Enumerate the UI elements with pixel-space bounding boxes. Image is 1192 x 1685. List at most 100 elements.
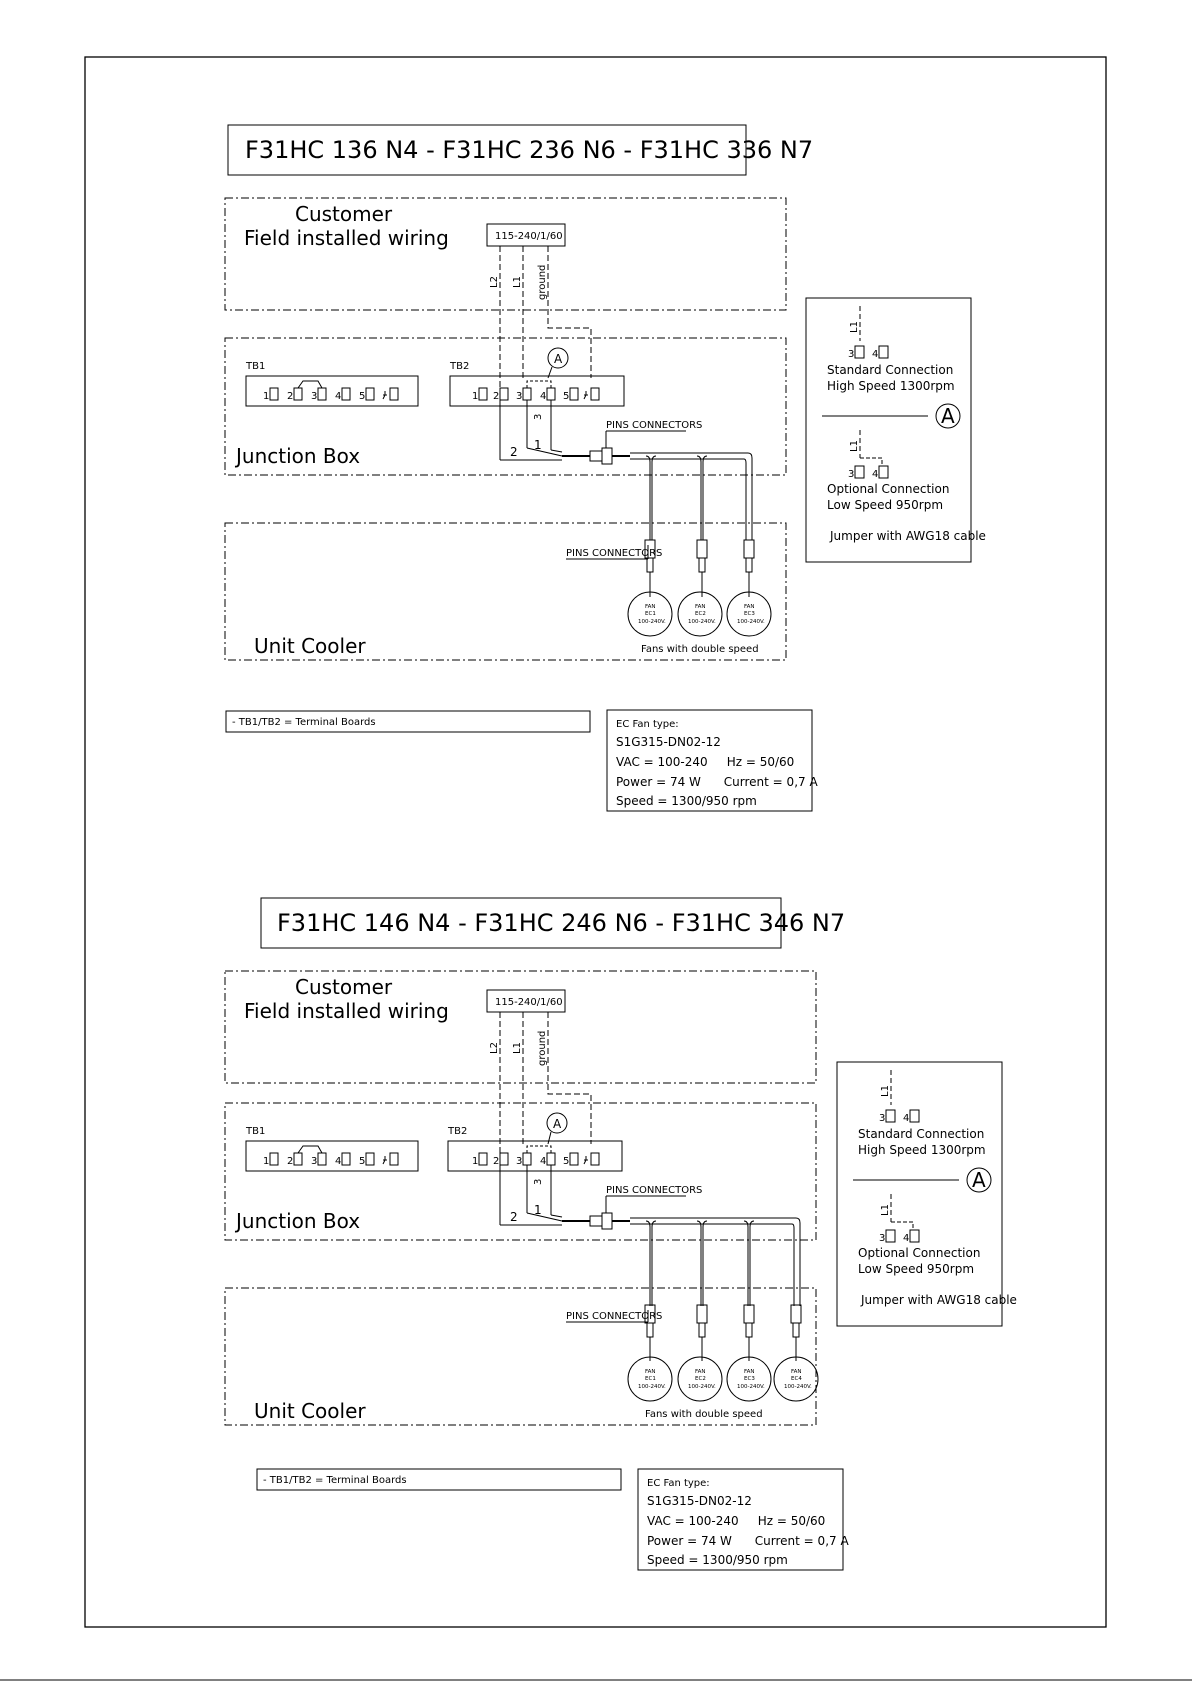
svg-text:EC2: EC2	[695, 611, 706, 617]
svg-text:1: 1	[263, 391, 269, 402]
wire-3-label: 3	[533, 1179, 544, 1185]
model-title: F31HC 136 N4 - F31HC 236 N6 - F31HC 336 …	[245, 136, 813, 164]
svg-text:S1G315-DN02-12: S1G315-DN02-12	[647, 1494, 752, 1508]
terminal-board-2	[447, 1140, 623, 1172]
fan-harness	[630, 1217, 801, 1306]
wire-l2-label: L2	[489, 1042, 500, 1054]
page-border	[84, 56, 1107, 1628]
svg-text:FAN: FAN	[695, 604, 706, 610]
fan-ec2: FAN EC2 100-240V.	[677, 591, 723, 637]
svg-text:3: 3	[848, 469, 854, 480]
wire-1-label: 1	[534, 1203, 542, 1217]
svg-text:4: 4	[903, 1233, 909, 1244]
note-text: - TB1/TB2 = Terminal Boards	[263, 1475, 407, 1486]
fans-caption: Fans with double speed	[641, 644, 759, 655]
customer-label: Customer	[295, 975, 393, 999]
fan-plugs	[644, 1304, 802, 1361]
connection-legend: L1 3 4 Standard Connection High Speed 13…	[836, 1061, 1017, 1327]
tb1-label: TB1	[245, 361, 265, 372]
svg-text:A: A	[972, 1168, 986, 1192]
svg-text:A: A	[554, 352, 563, 366]
note-box	[225, 710, 591, 733]
svg-text:S1G315-DN02-12: S1G315-DN02-12	[616, 735, 721, 749]
svg-text:VAC = 100-240 Hz = 50/60: VAC = 100-240 Hz = 50/60	[647, 1514, 825, 1528]
junction-box-zone	[224, 337, 787, 476]
svg-text:100-240V.: 100-240V.	[688, 619, 716, 625]
svg-text:3: 3	[879, 1113, 885, 1124]
tb2-label: TB2	[447, 1126, 467, 1137]
fan-ec3: FAN EC3 100-240V.	[726, 591, 772, 637]
svg-text:FAN: FAN	[645, 1369, 656, 1375]
svg-text:3: 3	[516, 1156, 522, 1167]
tb2-terminals: 1 2 3 4 5	[472, 1145, 600, 1167]
svg-text:FAN: FAN	[645, 604, 656, 610]
svg-text:3: 3	[848, 349, 854, 360]
wiring-diagram-2: F31HC 146 N4 - F31HC 246 N6 - F31HC 346 …	[224, 897, 1017, 1571]
svg-text:A: A	[553, 1117, 562, 1131]
svg-text:4: 4	[872, 349, 878, 360]
unit-cooler-zone	[224, 522, 787, 661]
svg-text:Optional Connection: Optional Connection	[827, 482, 949, 496]
svg-text:Power = 74 W Current = 0,: Power = 74 W Current = 0,7 A	[616, 775, 818, 789]
svg-text:4: 4	[903, 1113, 909, 1124]
tb1-terminals: 1 2 3 4 5	[263, 380, 399, 402]
svg-text:Speed = 1300/950 rpm: Speed = 1300/950 rpm	[647, 1553, 788, 1567]
fan-harness	[630, 452, 753, 540]
supply-label: 115-240/1/60	[495, 231, 563, 242]
svg-text:Jumper with AWG18 cable: Jumper with AWG18 cable	[860, 1293, 1017, 1307]
connection-legend: L1 3 4 Standard Connection High Speed 13…	[805, 297, 986, 563]
fan-ec1: FAN EC1 100-240V.	[627, 591, 673, 637]
supply-box	[486, 989, 566, 1013]
svg-text:3: 3	[311, 1156, 317, 1167]
wire-ground-label: ground	[537, 265, 548, 300]
fan-ec1: FAN EC1 100-240V.	[627, 1356, 673, 1402]
svg-text:EC Fan type:: EC Fan type:	[616, 719, 679, 730]
svg-text:FAN: FAN	[744, 604, 755, 610]
wire-l1-label: L1	[512, 276, 523, 288]
unit-cooler-label: Unit Cooler	[254, 1399, 366, 1423]
svg-text:High Speed 1300rpm: High Speed 1300rpm	[827, 379, 955, 393]
svg-text:5: 5	[359, 391, 365, 402]
svg-text:3: 3	[311, 391, 317, 402]
customer-zone	[224, 970, 817, 1084]
marker-a	[547, 347, 569, 369]
svg-text:EC1: EC1	[645, 1376, 656, 1382]
wire-ground-label: ground	[537, 1031, 548, 1066]
svg-text:5: 5	[563, 391, 569, 402]
svg-text:FAN: FAN	[695, 1369, 706, 1375]
tb2-label: TB2	[449, 361, 469, 372]
pins-connectors-bottom: PINS CONNECTORS	[566, 548, 662, 559]
fan-ec4: FAN EC4 100-240V.	[773, 1356, 819, 1402]
svg-text:2: 2	[493, 1156, 499, 1167]
svg-text:FAN: FAN	[744, 1369, 755, 1375]
fan-ec3: FAN EC3 100-240V.	[726, 1356, 772, 1402]
svg-text:3: 3	[516, 391, 522, 402]
svg-text:1: 1	[263, 1156, 269, 1167]
svg-text:4: 4	[540, 1156, 546, 1167]
fans-caption: Fans with double speed	[645, 1409, 763, 1420]
terminal-board-1	[245, 1140, 419, 1172]
wire-2-label: 2	[510, 445, 518, 459]
junction-box-label: Junction Box	[234, 1209, 360, 1233]
svg-text:5: 5	[563, 1156, 569, 1167]
svg-text:Low Speed 950rpm: Low Speed 950rpm	[858, 1262, 974, 1276]
svg-text:VAC = 100-240 Hz = 50/60: VAC = 100-240 Hz = 50/60	[616, 755, 794, 769]
svg-text:4: 4	[872, 469, 878, 480]
field-wiring-label: Field installed wiring	[244, 226, 449, 250]
svg-text:FAN: FAN	[791, 1369, 802, 1375]
svg-text:EC3: EC3	[744, 1376, 755, 1382]
svg-text:Standard Connection: Standard Connection	[858, 1127, 984, 1141]
tb2-terminals: 1 2 3 4 5	[472, 380, 600, 402]
supply-label: 115-240/1/60	[495, 997, 563, 1008]
junction-box-label: Junction Box	[234, 444, 360, 468]
svg-text:EC2: EC2	[695, 1376, 706, 1382]
svg-text:EC4: EC4	[791, 1376, 802, 1382]
svg-text:4: 4	[540, 391, 546, 402]
fan-spec-box: EC Fan type: S1G315-DN02-12 VAC = 100-24…	[606, 709, 818, 812]
junction-box-zone	[224, 1102, 817, 1241]
unit-cooler-zone	[224, 1287, 817, 1426]
svg-text:L1: L1	[849, 321, 860, 333]
connector-plug	[562, 447, 630, 465]
svg-text:4: 4	[335, 1156, 341, 1167]
